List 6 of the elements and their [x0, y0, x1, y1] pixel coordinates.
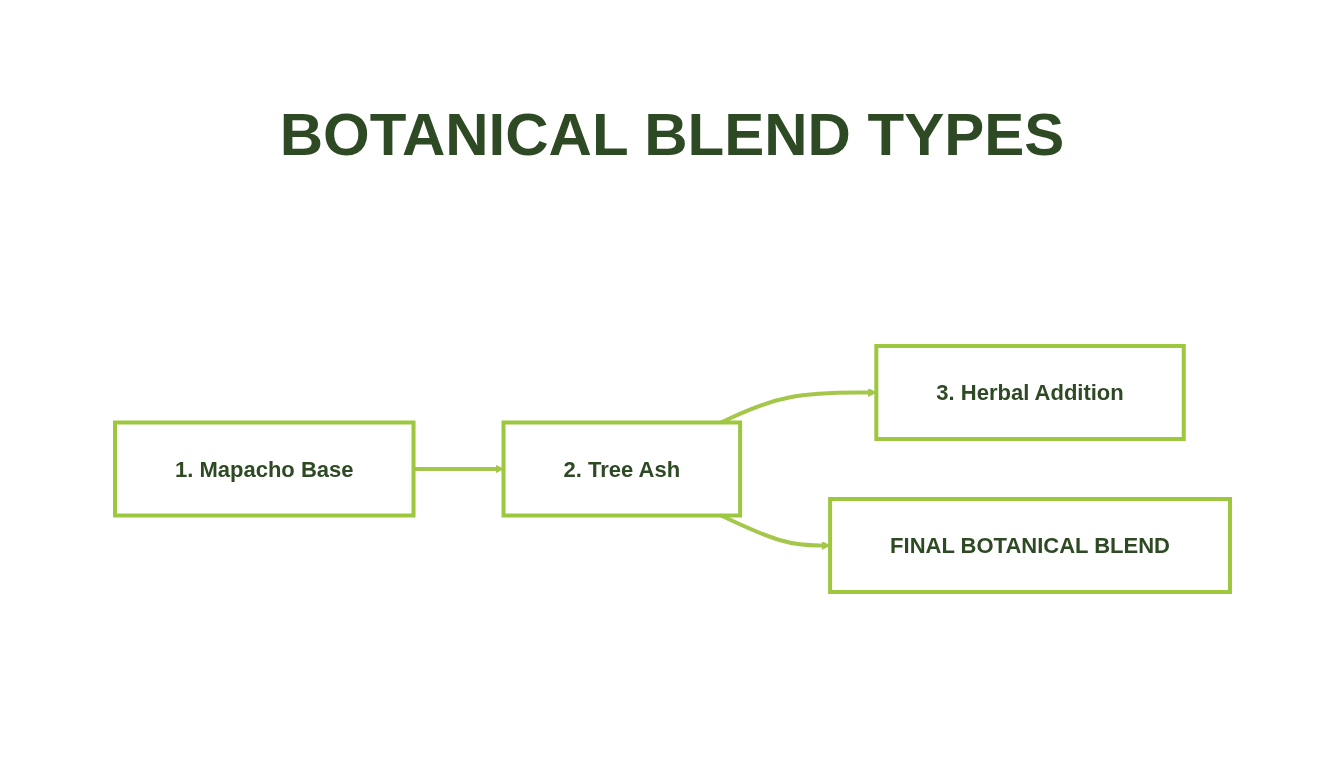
- node-box: FINAL BOTANICAL BLEND: [827, 497, 1232, 594]
- diagram-title: BOTANICAL BLEND TYPES: [278, 100, 1066, 169]
- node-box: 1. Mapacho Base: [112, 420, 415, 518]
- arrow: [413, 464, 504, 474]
- node-box: 2. Tree Ash: [501, 420, 742, 518]
- node-box: 3. Herbal Addition: [873, 344, 1186, 441]
